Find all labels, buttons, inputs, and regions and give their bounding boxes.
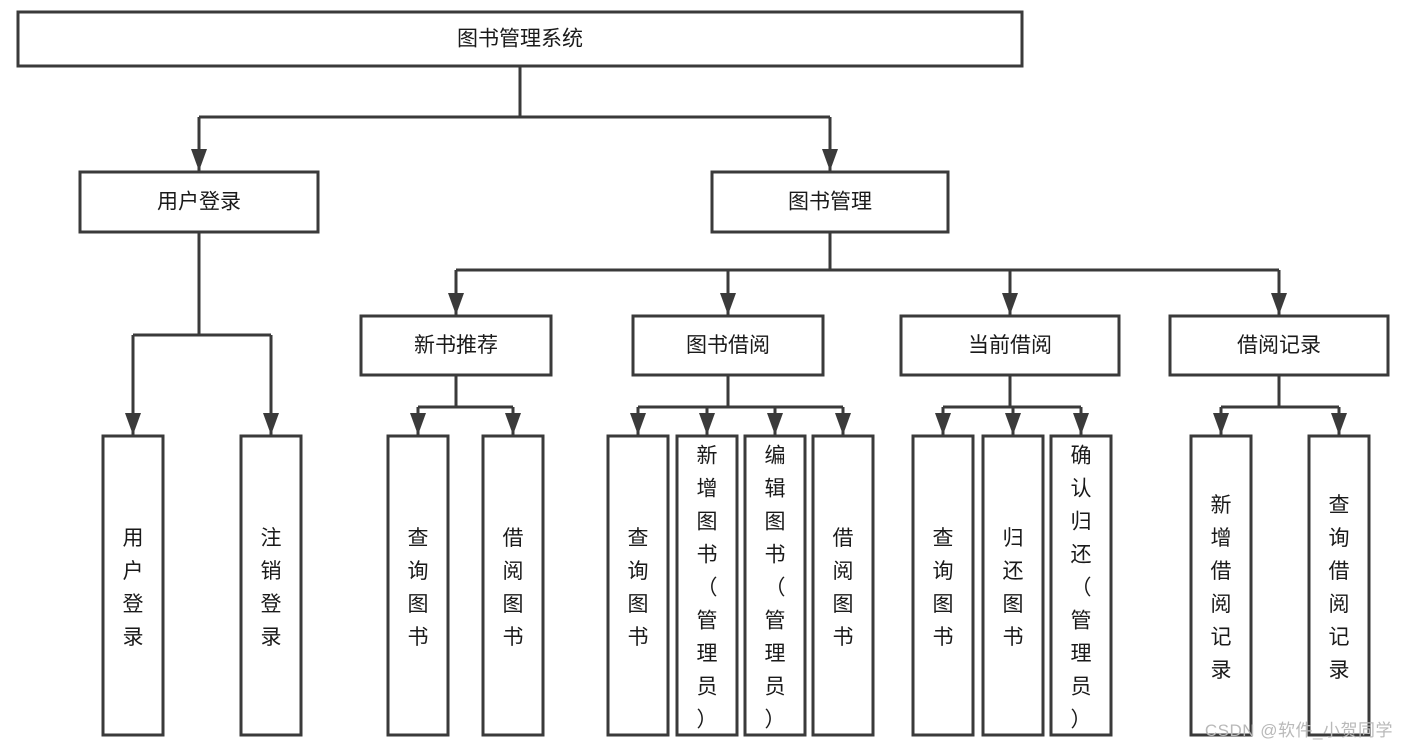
node-leaf-query-book-1-box (386, 434, 450, 737)
node-leaf-borrow-book-1-label: 借阅图书 (503, 527, 524, 649)
node-leaf-edit-book[interactable]: 编辑图书（管理员） (743, 434, 807, 737)
node-root-label: 图书管理系统 (457, 28, 583, 51)
node-root-box (16, 10, 1024, 68)
node-new-book-recommend-box (359, 314, 553, 377)
node-root[interactable]: 图书管理系统 (16, 10, 1024, 68)
node-book-borrow-box (631, 314, 825, 377)
node-leaf-query-record[interactable]: 查询借阅记录 (1307, 434, 1371, 737)
connectors-layer (125, 66, 1347, 435)
node-leaf-add-record-box (1189, 434, 1253, 737)
arrowhead-leaf-user-login (125, 413, 141, 435)
node-leaf-query-book-3-label: 查询图书 (933, 527, 954, 649)
arrowhead-user-login (191, 149, 207, 171)
node-current-borrow-label: 当前借阅 (968, 334, 1052, 357)
node-new-book-recommend[interactable]: 新书推荐 (359, 314, 553, 377)
node-leaf-add-book-label: 新增图书（管理员） (697, 445, 718, 732)
node-leaf-confirm-return-label: 确认归还（管理员） (1071, 445, 1092, 732)
node-leaf-return-book-box (981, 434, 1045, 737)
node-borrow-record-label: 借阅记录 (1237, 334, 1321, 357)
node-leaf-query-record-box (1307, 434, 1371, 737)
arrowhead-book-borrow (720, 293, 736, 315)
node-leaf-edit-book-label: 编辑图书（管理员） (765, 445, 786, 732)
node-leaf-query-book-1-label: 查询图书 (408, 527, 429, 649)
node-leaf-user-login[interactable]: 用户登录 (101, 434, 165, 737)
node-leaf-query-book-2-label: 查询图书 (628, 527, 649, 649)
node-leaf-logout-box (239, 434, 303, 737)
node-leaf-query-book-2-box (606, 434, 670, 737)
arrowhead-new-book-recommend (448, 293, 464, 315)
node-current-borrow[interactable]: 当前借阅 (899, 314, 1121, 377)
node-leaf-add-record[interactable]: 新增借阅记录 (1189, 434, 1253, 737)
node-book-manage-box (710, 170, 950, 234)
node-leaf-borrow-book-2-label: 借阅图书 (833, 527, 854, 649)
node-leaf-edit-book-box (743, 434, 807, 737)
node-book-manage[interactable]: 图书管理 (710, 170, 950, 234)
arrowhead-leaf-query-record (1331, 413, 1347, 435)
node-leaf-add-record-label: 新增借阅记录 (1211, 494, 1232, 682)
node-borrow-record-box (1168, 314, 1390, 377)
node-leaf-user-login-box (101, 434, 165, 737)
node-leaf-logout-label: 注销登录 (261, 527, 282, 649)
arrowhead-leaf-borrow-book-1 (505, 413, 521, 435)
node-book-borrow[interactable]: 图书借阅 (631, 314, 825, 377)
node-leaf-query-book-3-box (911, 434, 975, 737)
node-book-manage-label: 图书管理 (788, 191, 872, 214)
node-leaf-logout[interactable]: 注销登录 (239, 434, 303, 737)
arrowhead-leaf-query-book-3 (935, 413, 951, 435)
node-leaf-add-book-box (675, 434, 739, 737)
arrowhead-borrow-record (1271, 293, 1287, 315)
arrowhead-leaf-query-book-1 (410, 413, 426, 435)
node-user-login[interactable]: 用户登录 (78, 170, 320, 234)
node-leaf-confirm-return[interactable]: 确认归还（管理员） (1049, 434, 1113, 737)
node-user-login-label: 用户登录 (157, 191, 241, 214)
node-leaf-query-record-label: 查询借阅记录 (1329, 494, 1350, 682)
node-leaf-borrow-book-1[interactable]: 借阅图书 (481, 434, 545, 737)
nodes-layer: 图书管理系统用户登录图书管理新书推荐图书借阅当前借阅借阅记录用户登录注销登录查询… (16, 10, 1390, 737)
node-book-borrow-label: 图书借阅 (686, 334, 770, 357)
node-leaf-query-book-1[interactable]: 查询图书 (386, 434, 450, 737)
node-leaf-borrow-book-2[interactable]: 借阅图书 (811, 434, 875, 737)
arrowhead-leaf-logout (263, 413, 279, 435)
arrowhead-leaf-edit-book (767, 413, 783, 435)
node-leaf-return-book[interactable]: 归还图书 (981, 434, 1045, 737)
node-leaf-return-book-label: 归还图书 (1003, 527, 1024, 649)
arrowhead-book-manage (822, 149, 838, 171)
node-current-borrow-box (899, 314, 1121, 377)
node-user-login-box (78, 170, 320, 234)
node-leaf-query-book-2[interactable]: 查询图书 (606, 434, 670, 737)
arrowhead-leaf-borrow-book-2 (835, 413, 851, 435)
node-leaf-add-book[interactable]: 新增图书（管理员） (675, 434, 739, 737)
node-leaf-query-book-3[interactable]: 查询图书 (911, 434, 975, 737)
arrowhead-leaf-query-book-2 (630, 413, 646, 435)
node-borrow-record[interactable]: 借阅记录 (1168, 314, 1390, 377)
arrowhead-leaf-confirm-return (1073, 413, 1089, 435)
node-leaf-borrow-book-2-box (811, 434, 875, 737)
arrowhead-leaf-return-book (1005, 413, 1021, 435)
node-leaf-user-login-label: 用户登录 (123, 527, 144, 649)
arrowhead-current-borrow (1002, 293, 1018, 315)
arrowhead-leaf-add-book (699, 413, 715, 435)
node-new-book-recommend-label: 新书推荐 (414, 334, 498, 357)
node-leaf-confirm-return-box (1049, 434, 1113, 737)
arrowhead-leaf-add-record (1213, 413, 1229, 435)
node-leaf-borrow-book-1-box (481, 434, 545, 737)
